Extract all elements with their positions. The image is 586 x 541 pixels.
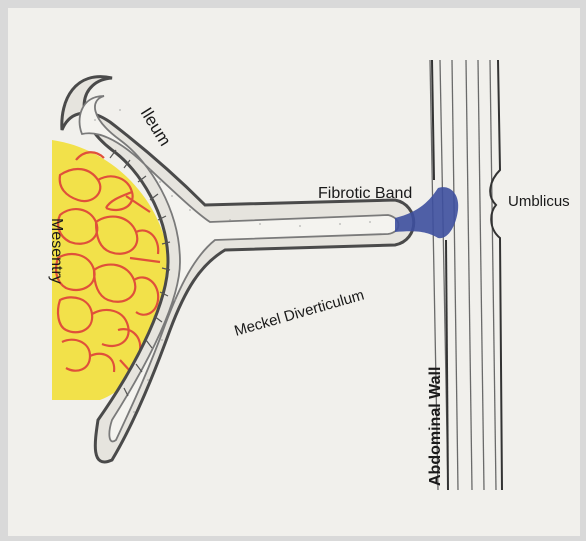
umbilicus-label: Umblicus	[508, 193, 570, 210]
fibrotic-band-label: Fibrotic Band	[318, 185, 412, 202]
abdominal-wall-label: Abdominal Wall	[427, 367, 444, 486]
mesentery-label: Mesentry	[48, 218, 65, 284]
